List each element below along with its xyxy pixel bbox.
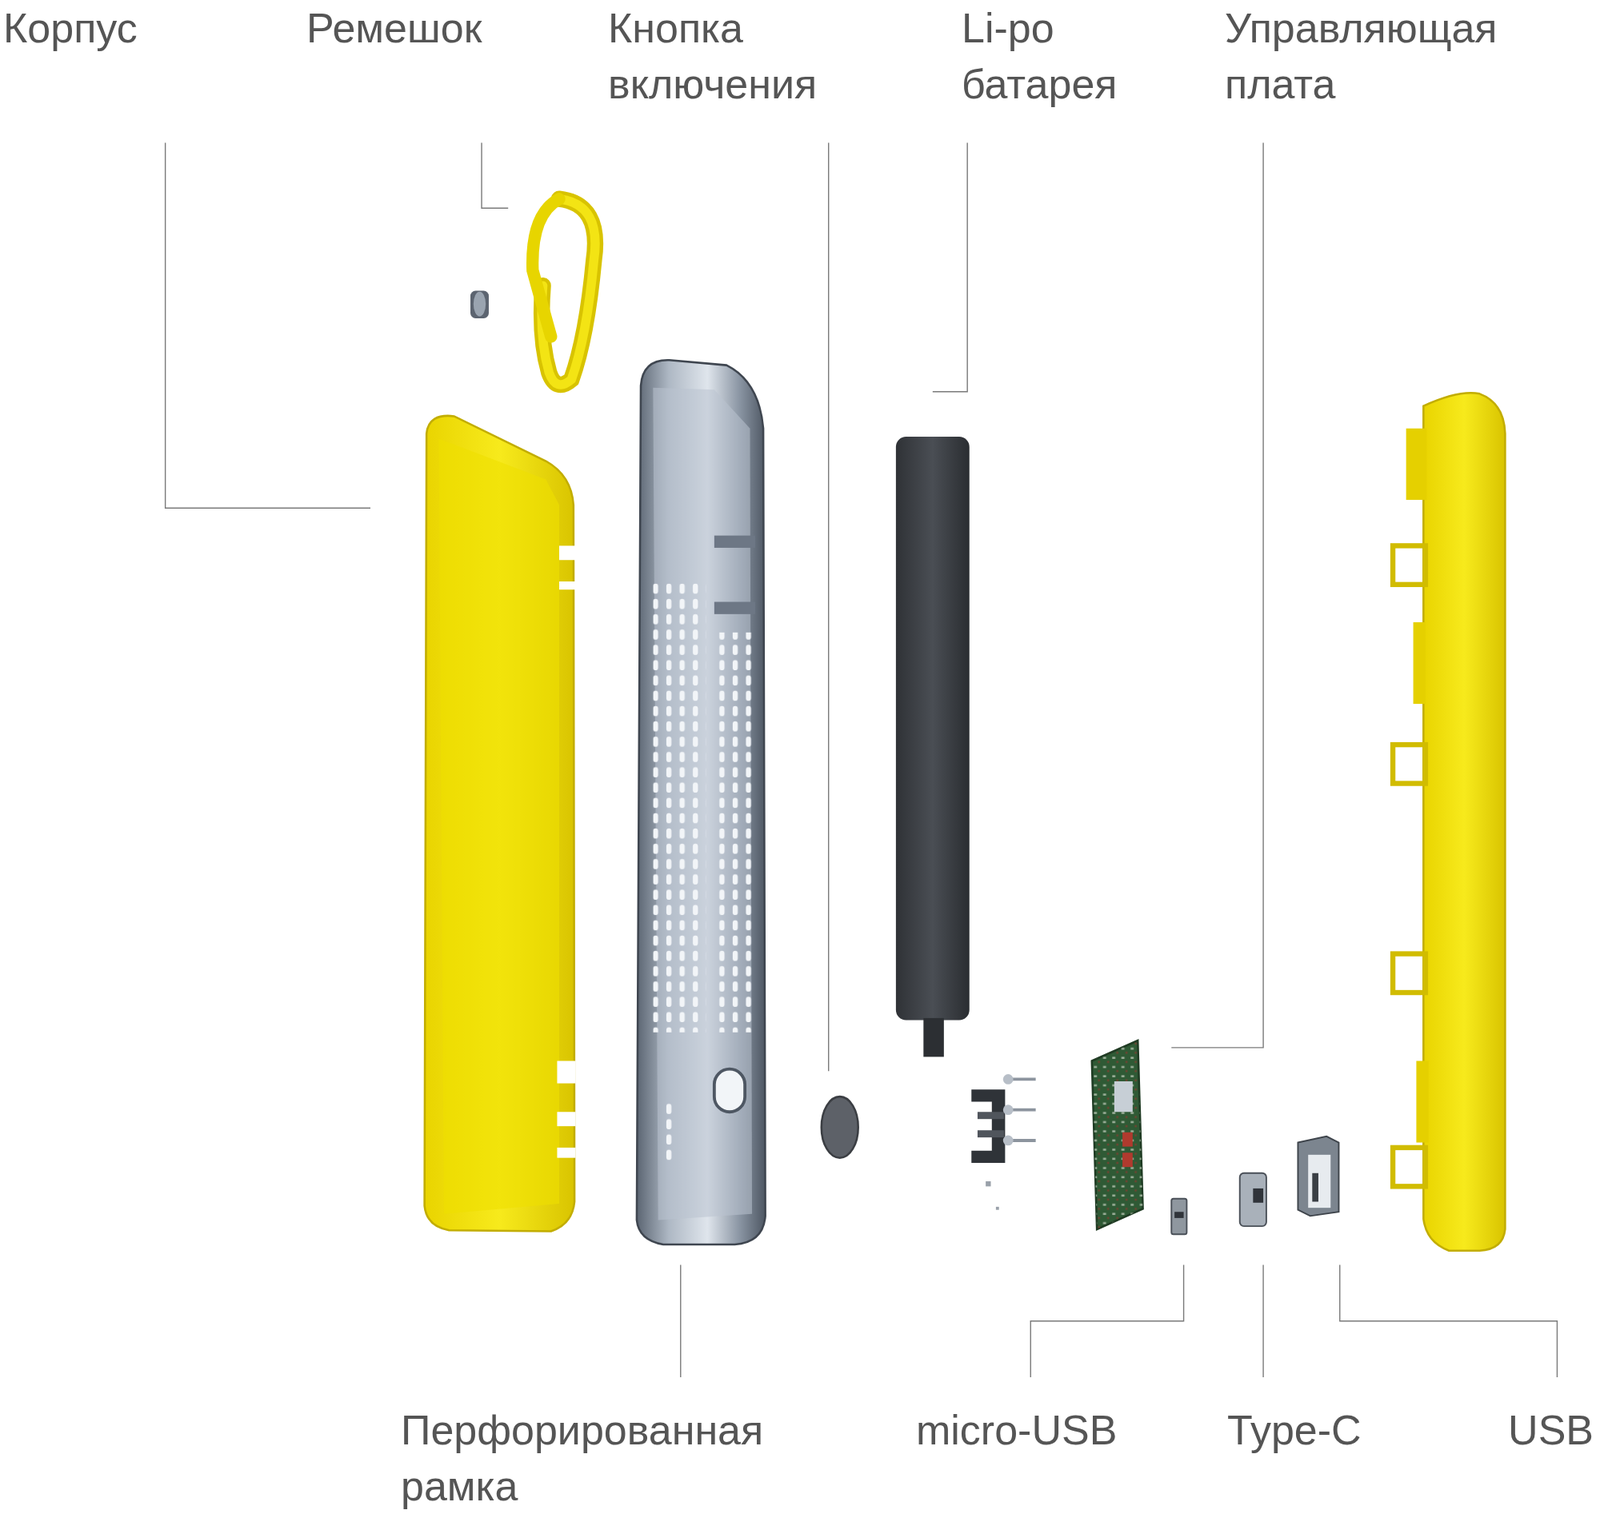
battery [896, 436, 970, 1057]
part-label: micro-USB [916, 1402, 1188, 1459]
left-housing [424, 416, 578, 1232]
bracket [971, 1074, 1036, 1211]
part-label: Type-C [1227, 1402, 1468, 1459]
usb-connector [1297, 1136, 1339, 1216]
right-housing [1392, 392, 1505, 1251]
strap [541, 199, 596, 385]
part-label: Ремешок [306, 0, 579, 56]
type-c-connector [1240, 1173, 1267, 1227]
part-label: Перфорированная рамка [400, 1402, 849, 1515]
leader-lines [165, 143, 1558, 1378]
magnet [470, 291, 489, 319]
part-label: USB [1433, 1402, 1594, 1459]
control-board [1092, 1040, 1144, 1230]
part-label: Корпус [3, 0, 268, 56]
micro-usb-connector [1171, 1199, 1187, 1236]
part-label: Управляющая плата [1224, 0, 1581, 112]
part-label: Кнопка включения [608, 0, 896, 112]
part-label: Li-po батарея [961, 0, 1202, 112]
perforated-frame [636, 360, 766, 1245]
power-button [821, 1096, 859, 1159]
